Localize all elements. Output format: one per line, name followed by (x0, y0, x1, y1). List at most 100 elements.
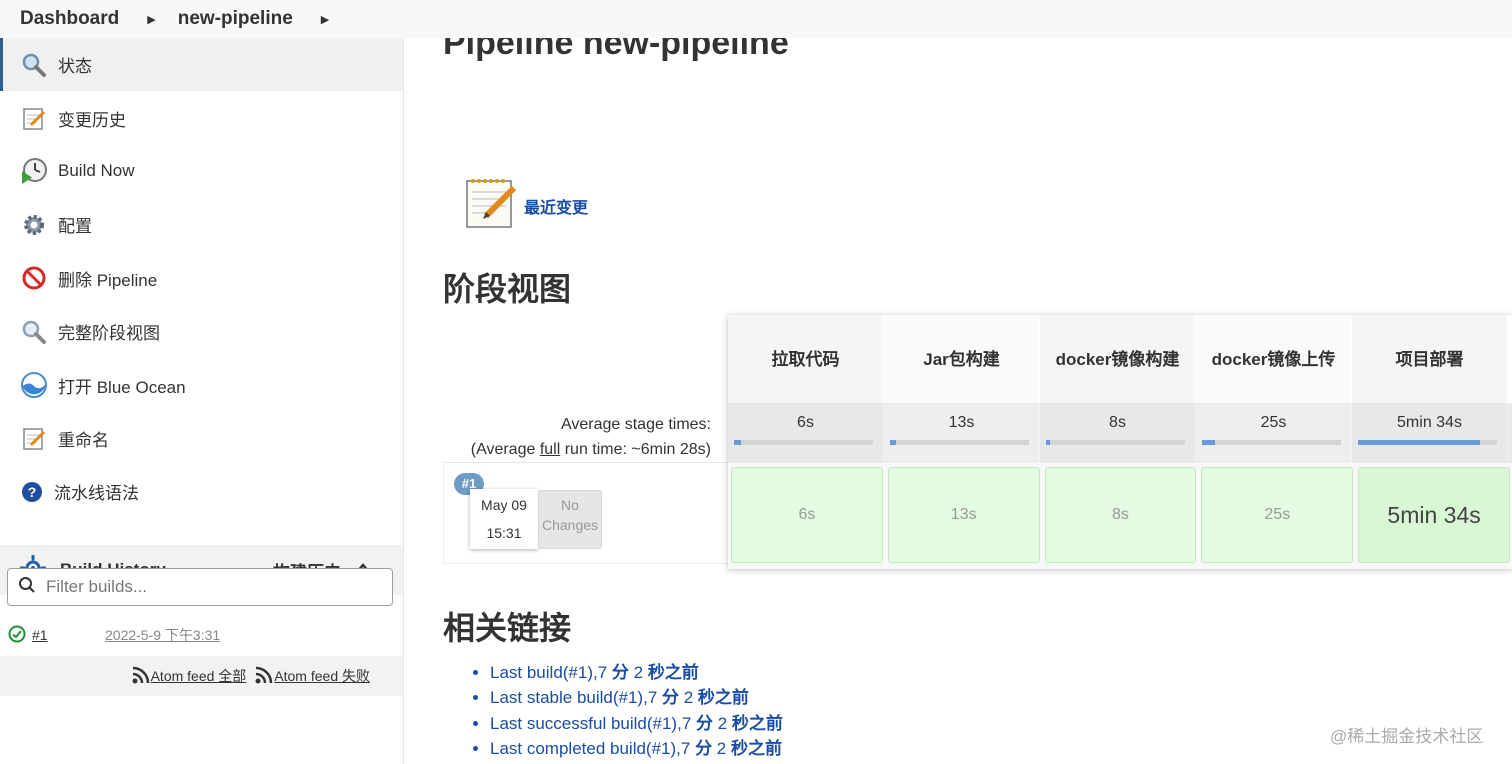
magnifier-icon (20, 318, 48, 346)
stage-average-fill (1046, 440, 1051, 445)
sidebar-item-blue-ocean[interactable]: 打开 Blue Ocean (0, 358, 403, 411)
stage-cell-success[interactable]: 8s (1044, 467, 1197, 563)
related-link-last-stable-build[interactable]: Last stable build(#1),7 分 2 秒之前 (490, 685, 783, 710)
svg-text:?: ? (28, 484, 37, 500)
sidebar-item-label: 配置 (58, 217, 92, 237)
breadcrumb-dashboard[interactable]: Dashboard (20, 8, 120, 29)
recent-changes-link[interactable]: 最近变更 (464, 176, 588, 235)
link-unit: 秒之前 (697, 688, 749, 708)
filter-builds-input[interactable] (44, 576, 384, 598)
no-changes-box: No Changes (538, 490, 602, 549)
blue-ocean-icon (20, 371, 48, 399)
sidebar-item-configure[interactable]: 配置 (0, 198, 403, 251)
link-text: 2 (628, 663, 648, 682)
notepad-icon (20, 424, 48, 452)
breadcrumb-chevron-icon[interactable]: ▶ (147, 13, 156, 26)
stage-average-value: 13s (948, 414, 975, 431)
atom-feed-failed-link[interactable]: Atom feed 失败 (254, 665, 370, 688)
sidebar-item-pipeline-syntax[interactable]: ? 流水线语法 (0, 465, 403, 518)
stage-average: 25s (1196, 403, 1352, 463)
stage-average-bar (1358, 440, 1497, 445)
sidebar-item-full-stage-view[interactable]: 完整阶段视图 (0, 305, 403, 358)
link-text: 2 (712, 739, 731, 759)
stage-average: 5min 34s (1352, 403, 1508, 463)
rss-icon (254, 665, 274, 688)
sidebar-item-build-now[interactable]: Build Now (0, 145, 403, 198)
recent-changes-label: 最近变更 (524, 199, 589, 217)
stage-view-title: 阶段视图 (443, 271, 572, 307)
gear-icon (20, 211, 48, 239)
breadcrumb-chevron-icon[interactable]: ▶ (320, 13, 330, 26)
stage-average-value: 5min 34s (1397, 414, 1462, 431)
stage-view-table: 拉取代码 Jar包构建 docker镜像构建 docker镜像上传 项目部署 6… (728, 315, 1512, 569)
run-datetime[interactable]: May 09 15:31 (470, 489, 538, 549)
sidebar-item-label: 状态 (58, 57, 92, 77)
stage-average: 6s (728, 403, 884, 463)
clock-play-icon (20, 157, 48, 185)
sidebar-item-label: 删除 Pipeline (58, 270, 158, 290)
stage-average-bar (734, 440, 873, 445)
search-icon (18, 576, 36, 599)
related-links-list: Last build(#1),7 分 2 秒之前 Last stable bui… (470, 660, 783, 762)
stage-average-value: 25s (1260, 414, 1287, 431)
sidebar-item-changes[interactable]: 变更历史 (0, 91, 403, 144)
sidebar-item-status[interactable]: 状态 (0, 38, 403, 92)
related-link-last-completed-build[interactable]: Last completed build(#1),7 分 2 秒之前 (490, 736, 783, 761)
average-stage-times-text: Average stage times: (560, 416, 711, 433)
stage-average-fill (1202, 440, 1215, 445)
stage-average-bar (890, 440, 1029, 445)
stage-cell-success[interactable]: 25s (1201, 467, 1354, 563)
run-time: 15:31 (486, 525, 522, 541)
breadcrumb-new-pipeline[interactable]: new-pipeline (177, 8, 293, 29)
sidebar-item-label: 打开 Blue Ocean (58, 377, 186, 397)
link-text: Last build(#1),7 (490, 663, 612, 682)
stage-cell-success[interactable]: 13s (887, 467, 1040, 563)
no-changes-line-1: No (561, 497, 579, 513)
stage-average-value: 6s (797, 414, 814, 431)
average-stage-times-label: Average stage times: (Average full run t… (443, 412, 711, 462)
stage-average-bar (1202, 440, 1341, 445)
sidebar-item-rename[interactable]: 重命名 (0, 412, 403, 465)
magnifier-icon (20, 51, 48, 79)
filter-builds-field (7, 568, 393, 606)
sidebar-item-delete-pipeline[interactable]: 删除 Pipeline (0, 252, 403, 305)
run-date: May 09 (481, 497, 527, 513)
link-text: 2 (713, 713, 732, 733)
stage-cell-success[interactable]: 5min 34s (1358, 467, 1510, 563)
rss-icon (131, 665, 151, 688)
watermark: @稀土掘金技术社区 (1330, 727, 1484, 746)
success-check-icon (8, 625, 26, 646)
atom-feed-all-label: Atom feed 全部 (150, 668, 247, 684)
notepad-icon (20, 104, 48, 132)
stage-average: 8s (1040, 403, 1196, 463)
stage-average-fill (734, 440, 741, 445)
link-text: Last stable build(#1),7 (490, 688, 662, 708)
full-run-link[interactable]: full (539, 441, 561, 458)
link-unit: 分 (662, 688, 679, 708)
stage-header: docker镜像上传 (1196, 315, 1352, 403)
stage-header: docker镜像构建 (1040, 315, 1196, 403)
related-link-last-build[interactable]: Last build(#1),7 分 2 秒之前 (490, 660, 783, 685)
stage-average-bar (1046, 440, 1185, 445)
no-changes-line-2: Changes (541, 517, 599, 533)
link-unit: 秒之前 (731, 713, 783, 733)
stage-cell-success[interactable]: 6s (731, 467, 883, 563)
stage-average-value: 8s (1109, 414, 1126, 431)
related-links-title: 相关链接 (443, 610, 572, 646)
notepad-icon (464, 176, 518, 235)
stage-header: 项目部署 (1352, 315, 1508, 403)
stage-header-row: 拉取代码 Jar包构建 docker镜像构建 docker镜像上传 项目部署 (728, 315, 1512, 403)
sidebar-item-label: 流水线语法 (54, 484, 139, 504)
link-text: 2 (679, 688, 698, 708)
link-text: Last successful build(#1),7 (490, 713, 696, 733)
build-time-link[interactable]: 2022-5-9 下午3:31 (105, 627, 221, 643)
stage-run-row: 6s 13s 8s 25s 5min 34s (728, 463, 1512, 569)
avg-prefix: (Average (470, 441, 540, 458)
link-unit: 分 (696, 713, 713, 733)
link-unit: 分 (611, 663, 629, 682)
atom-feed-all-link[interactable]: Atom feed 全部 (131, 665, 247, 688)
build-number-link[interactable]: #1 (32, 627, 48, 643)
related-link-last-successful-build[interactable]: Last successful build(#1),7 分 2 秒之前 (490, 711, 783, 736)
no-entry-icon (20, 264, 48, 292)
stage-header: Jar包构建 (884, 315, 1040, 403)
